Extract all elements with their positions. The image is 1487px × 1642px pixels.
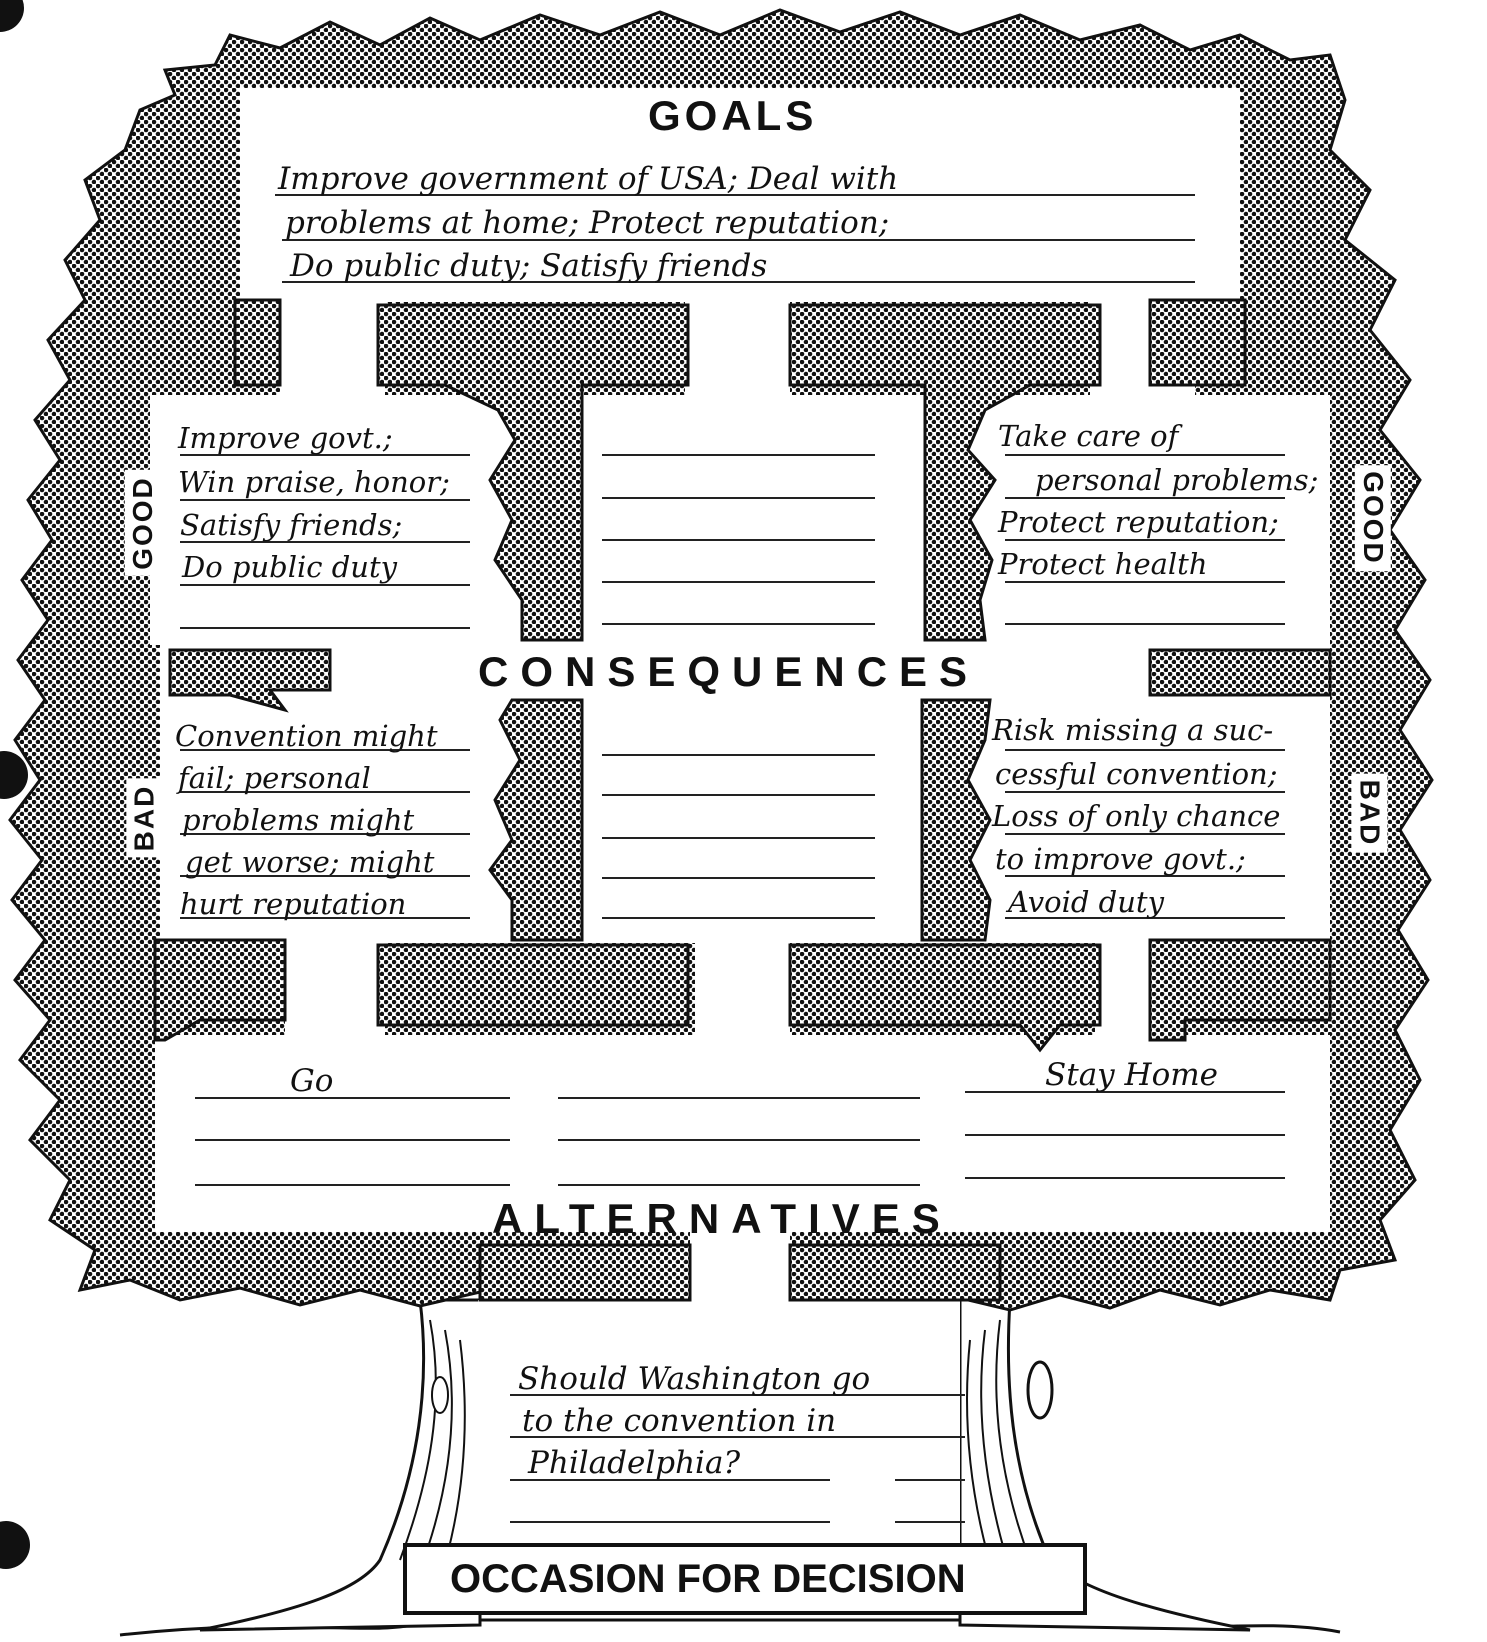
- good-left-line-3: Satisfy friends;: [180, 508, 403, 542]
- alternative-stay-home: Stay Home: [1045, 1057, 1218, 1093]
- bad-right-line-3: Loss of only chance: [992, 799, 1281, 833]
- bad-left-line-2: fail; personal: [178, 761, 371, 795]
- bad-right-line-2: cessful convention;: [995, 757, 1278, 791]
- alternatives-panel: [155, 1035, 1330, 1232]
- goals-line-2: problems at home; Protect reputation;: [285, 205, 890, 241]
- occasion-line-2: to the convention in: [522, 1403, 837, 1439]
- alternatives-heading: ALTERNATIVES: [492, 1195, 952, 1242]
- good-left-line-2: Win praise, honor;: [178, 465, 450, 499]
- occasion-line-3: Philadelphia?: [528, 1445, 741, 1481]
- left-bad-label: BAD: [126, 778, 163, 858]
- left-good-label: GOOD: [124, 470, 161, 576]
- occasion-caption-box: [403, 1543, 1087, 1615]
- good-right-line-3: Protect reputation;: [998, 505, 1279, 539]
- branch-shapes: [153, 298, 1332, 1302]
- bad-right-line-4: to improve govt.;: [995, 842, 1246, 876]
- occasion-panel: [478, 1300, 960, 1560]
- consequences-heading: CONSEQUENCES: [478, 648, 980, 696]
- right-bad-label: BAD: [1351, 773, 1388, 853]
- good-left-line-4: Do public duty: [182, 550, 398, 584]
- good-right-line-1: Take care of: [998, 419, 1179, 453]
- writing-lines: [180, 194, 1285, 1523]
- bad-left-line-4: get worse; might: [185, 845, 435, 879]
- goals-line-1: Improve government of USA; Deal with: [278, 161, 899, 197]
- occasion-line-1: Should Washington go: [518, 1361, 871, 1397]
- bad-left-line-1: Convention might: [175, 719, 438, 753]
- binder-hole-middle: [0, 751, 28, 799]
- bad-right-line-1: Risk missing a suc-: [992, 713, 1274, 747]
- right-good-label: GOOD: [1354, 465, 1391, 571]
- binder-hole-bottom: [0, 1521, 30, 1569]
- bad-left-line-5: hurt reputation: [180, 887, 407, 921]
- bad-right-line-5: Avoid duty: [1008, 885, 1164, 919]
- alternative-go: Go: [290, 1063, 334, 1099]
- binder-hole-top: [0, 0, 24, 32]
- bad-left-line-3: problems might: [182, 803, 415, 837]
- goals-heading: GOALS: [648, 92, 818, 139]
- good-right-line-4: Protect health: [998, 547, 1208, 581]
- goals-line-3: Do public duty; Satisfy friends: [290, 248, 768, 284]
- good-left-line-1: Improve govt.;: [178, 421, 393, 455]
- occasion-heading: OCCASION FOR DECISION: [450, 1557, 966, 1601]
- good-right-line-2: personal problems;: [1035, 463, 1319, 497]
